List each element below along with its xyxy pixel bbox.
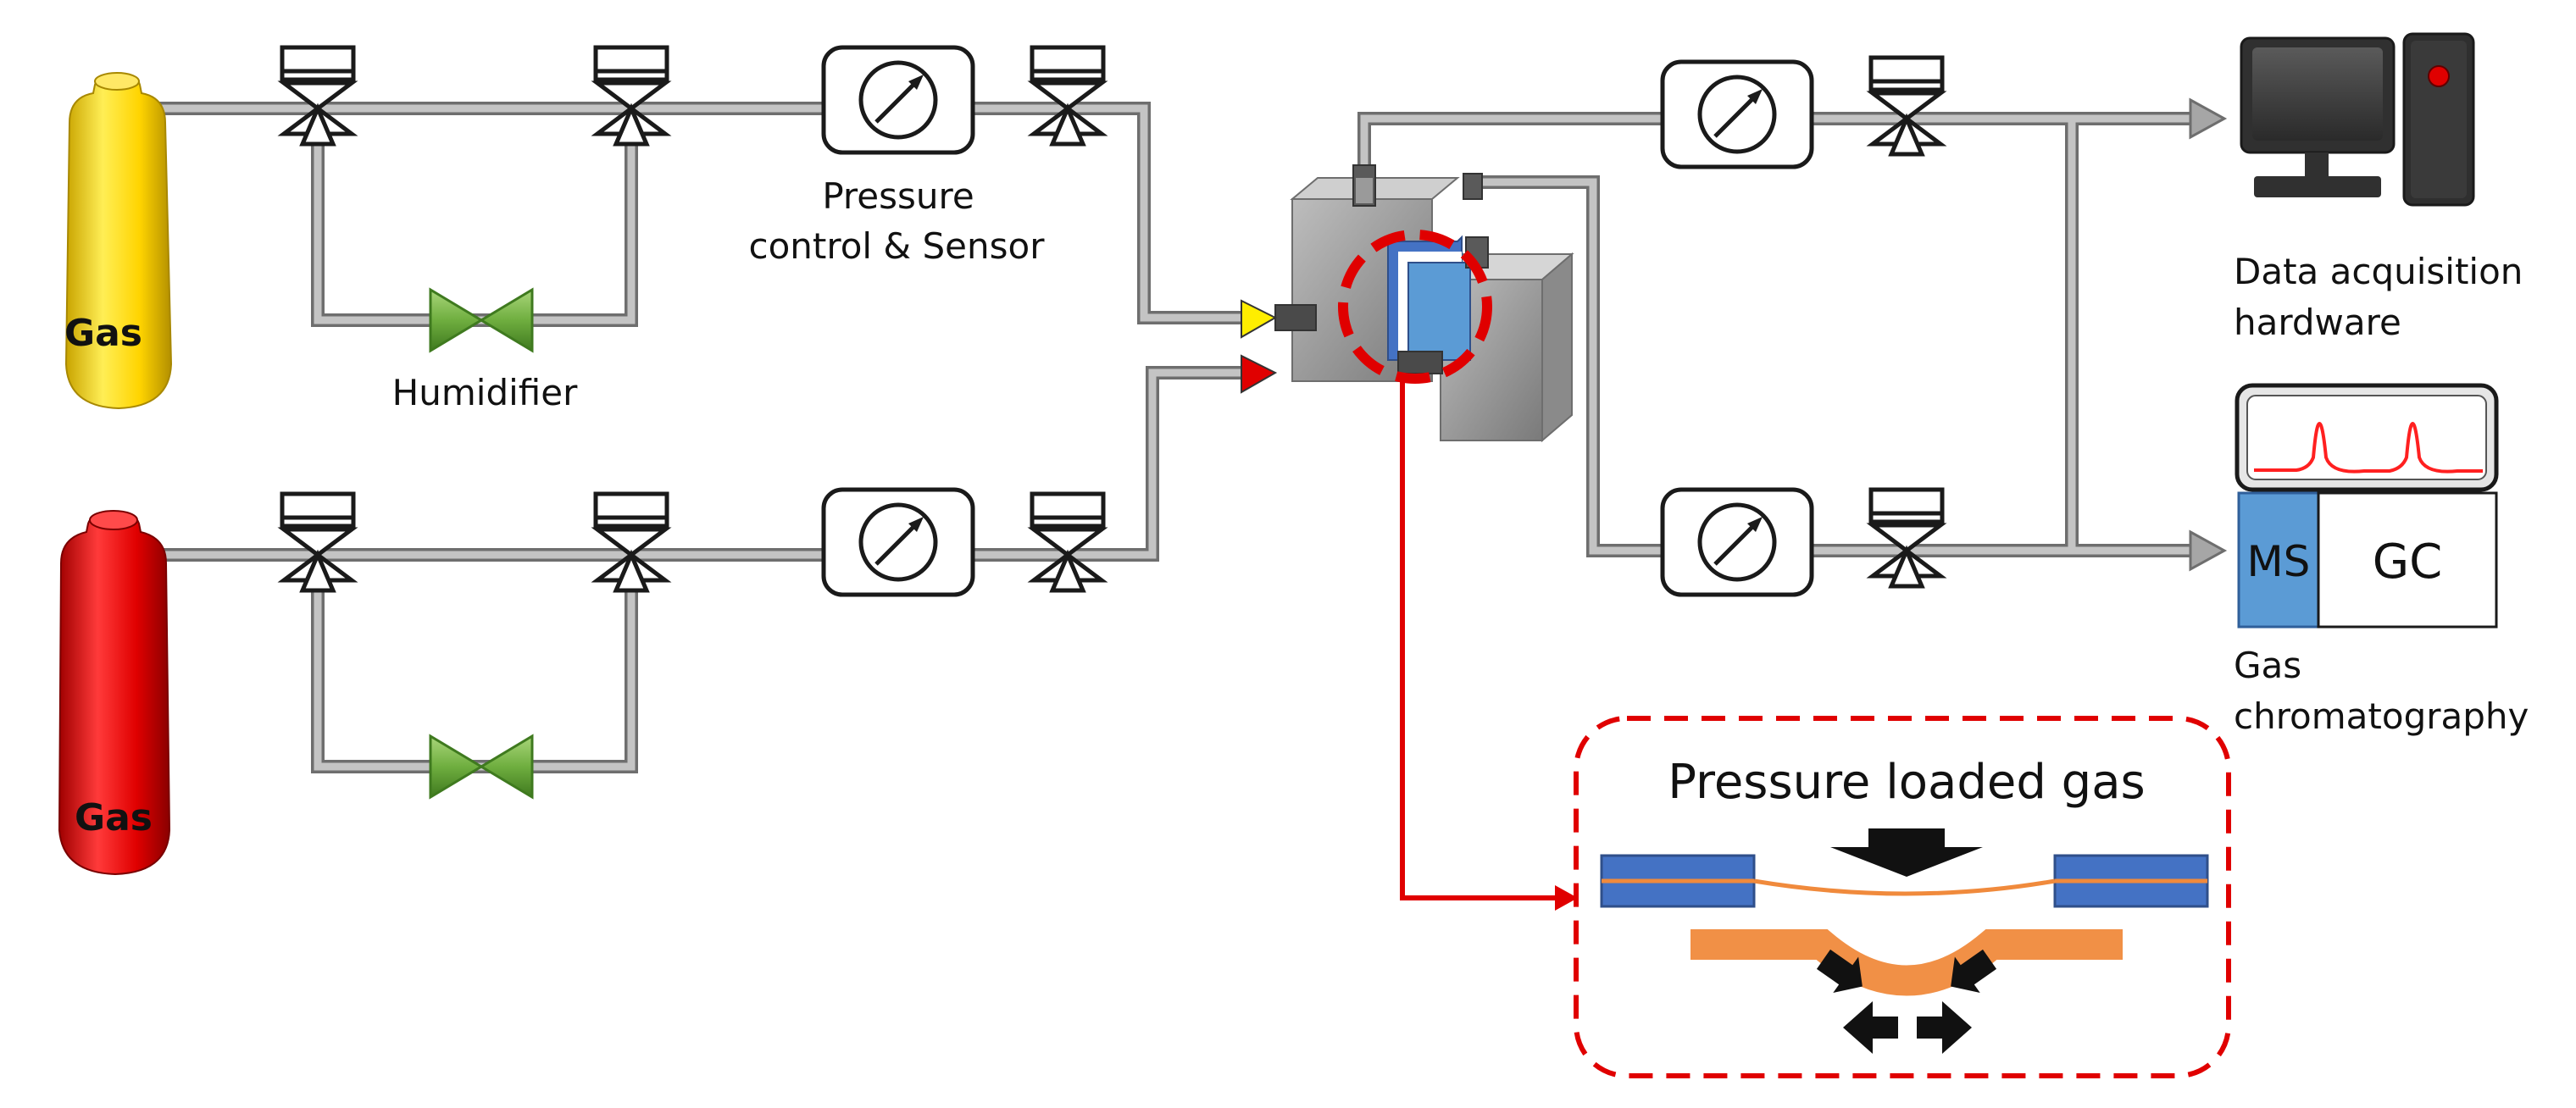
valve-icon: [1866, 487, 1947, 589]
daq-label-line2: hardware: [2234, 302, 2401, 343]
gc-caption-line2: chromatography: [2234, 695, 2529, 737]
gc-box: [2317, 491, 2498, 629]
inset-title: Pressure loaded gas: [1668, 755, 2145, 810]
gas-label-bottom: Gas: [75, 796, 153, 839]
valve-icon: [591, 45, 672, 147]
daq-label-line1: Data acquisition: [2234, 251, 2523, 292]
computer-icon: [2240, 32, 2475, 207]
inlet-arrow-icon: [1241, 354, 1278, 394]
inset-pressure-loaded-gas: [1574, 716, 2231, 1078]
ms-box: [2237, 491, 2320, 629]
humidifier-label: Humidifier: [392, 372, 578, 413]
membrane-thin: [1753, 878, 2056, 896]
pressure-arrow-icon: [1830, 828, 1983, 877]
gas-label-top: Gas: [64, 312, 142, 355]
pressure-label-line1: Pressure: [822, 175, 974, 217]
pressure-gauge-icon: [1660, 59, 1814, 169]
membrane-highlight-circle: [1338, 230, 1492, 384]
valve-icon: [1027, 45, 1108, 147]
stress-arrow-icon: [1816, 949, 1863, 994]
valve-icon: [591, 491, 672, 593]
valve-icon: [1866, 55, 1947, 157]
pressure-label-line2: control & Sensor: [748, 225, 1045, 267]
ms-label: MS: [2247, 537, 2311, 586]
stretch-arrow-icon: [1843, 1001, 1972, 1054]
pressure-gauge-icon: [821, 45, 975, 155]
pipe-network: [112, 97, 2228, 773]
stress-arrow-icon: [1951, 949, 1997, 994]
pressure-gauge-icon: [1660, 487, 1814, 597]
humidifier-valve-icon: [429, 287, 534, 353]
valve-icon: [1027, 491, 1108, 593]
callout-arrow-icon: [1555, 885, 1578, 911]
valve-icon: [277, 491, 358, 593]
gc-label: GC: [2373, 535, 2443, 590]
outlet-arrow-icon: [2189, 97, 2228, 140]
outlet-arrow-icon: [2189, 529, 2228, 572]
gas-cylinder-bottom: [58, 510, 171, 876]
inlet-arrow-icon: [1241, 299, 1278, 339]
gc-ms-instrument: [2235, 383, 2499, 629]
pressure-gauge-icon: [821, 487, 975, 597]
permeation-cell: [1241, 164, 1574, 443]
gas-cylinder-top: [64, 72, 173, 410]
callout-arrow: [1400, 379, 1578, 911]
humidifier-valve-icon: [429, 734, 534, 800]
valve-icon: [277, 45, 358, 147]
gc-caption-line1: Gas: [2234, 645, 2301, 686]
chromatogram-line: [2254, 422, 2483, 474]
